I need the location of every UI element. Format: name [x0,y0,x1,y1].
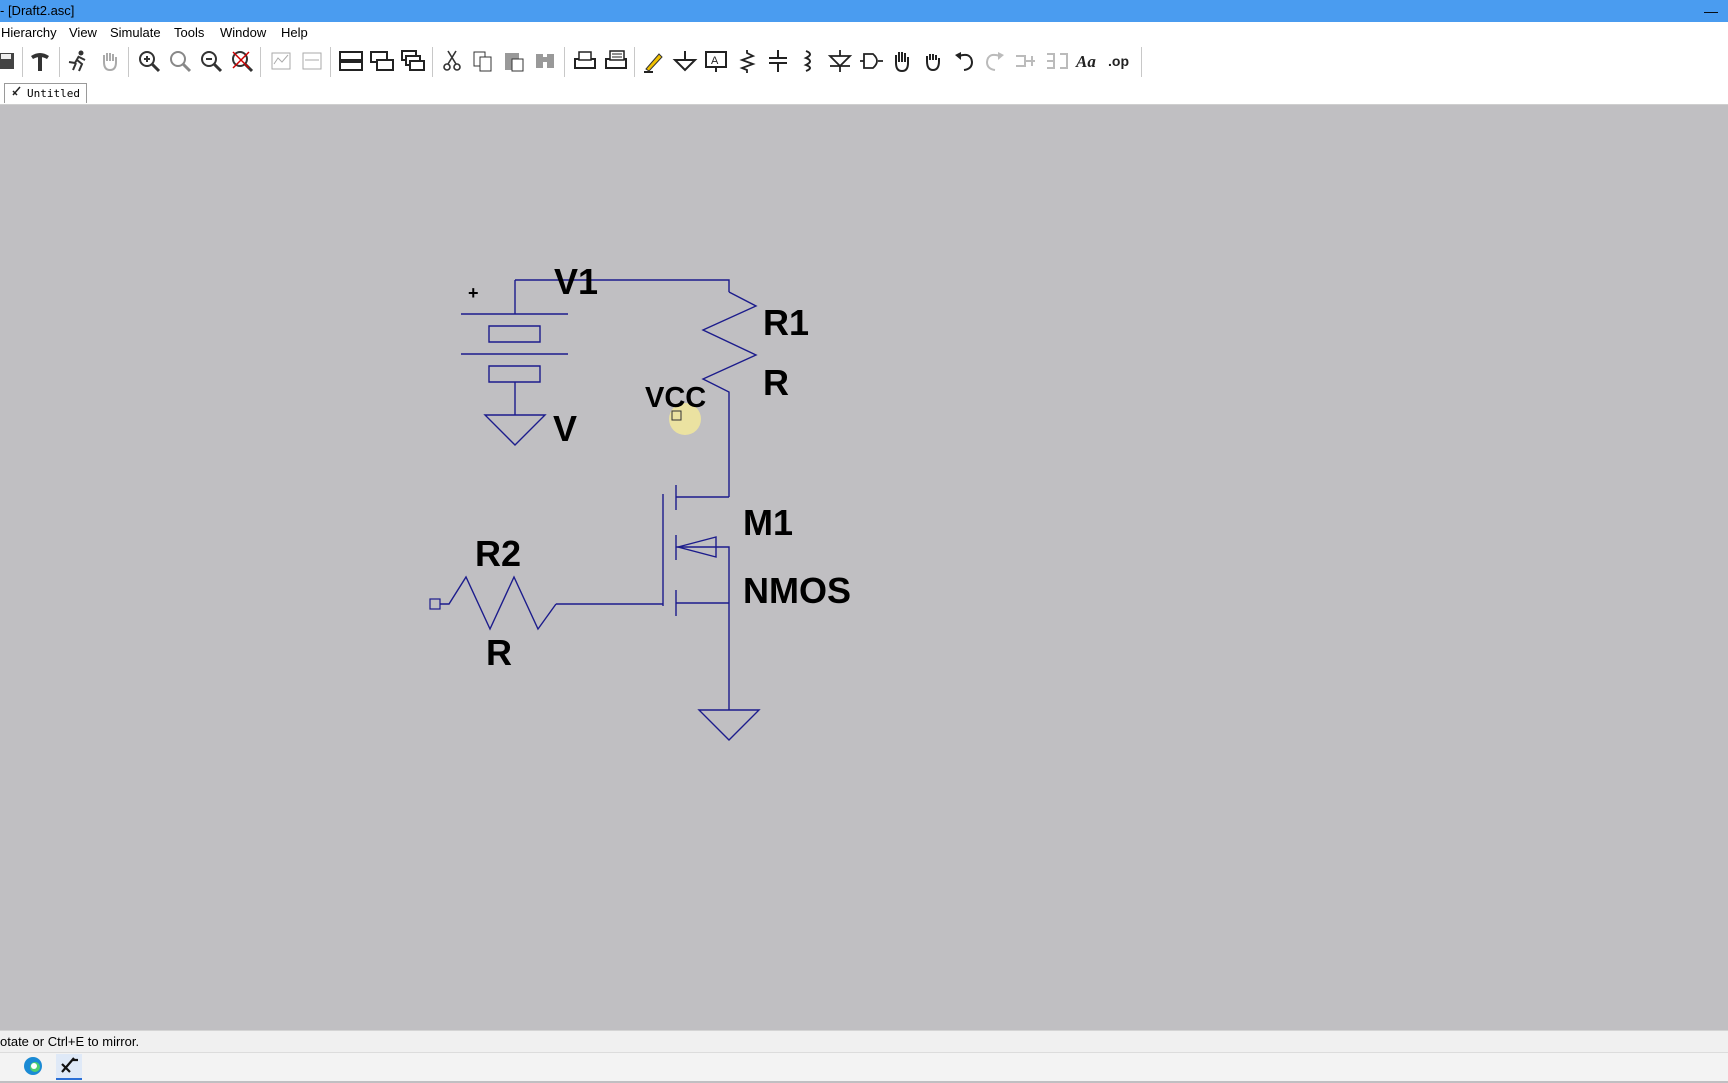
move-icon[interactable] [889,48,915,74]
taskbar [0,1052,1728,1081]
save-icon[interactable] [0,48,20,74]
tile-vertical-icon[interactable] [369,48,395,74]
toolbar-separator [260,47,261,77]
toolbar-separator [128,47,129,77]
tile-horizontal-icon[interactable] [338,48,364,74]
v1-value-label[interactable]: V [553,408,577,449]
voltage-source-v1[interactable] [461,280,568,415]
diode-icon[interactable] [827,48,853,74]
menu-window[interactable]: Window [220,25,267,40]
find-icon[interactable] [532,48,558,74]
r2-value-label[interactable]: R [486,632,512,673]
menu-hierarchy[interactable]: Hierarchy [1,25,57,40]
vcc-net-label[interactable]: VCC [645,382,706,414]
cut-icon[interactable] [439,48,465,74]
menu-simulate[interactable]: Simulate [110,25,161,40]
run-icon[interactable] [65,48,91,74]
print-preview-icon[interactable] [603,48,629,74]
ltspice-icon[interactable] [56,1054,82,1080]
rotate-icon[interactable] [1013,48,1039,74]
schematic-tab-icon [11,84,23,103]
menu-help[interactable]: Help [281,25,308,40]
zoom-fit-icon[interactable] [229,48,255,74]
resistor-r1[interactable] [701,291,758,497]
toolbar-separator [432,47,433,77]
copy-icon[interactable] [470,48,496,74]
v1-name-label[interactable]: V1 [554,261,598,302]
ground-symbol-v1[interactable] [483,414,547,446]
r1-value-label[interactable]: R [763,362,789,403]
menu-tools[interactable]: Tools [174,25,205,40]
tab-untitled[interactable]: Untitled [4,83,87,103]
toolbar-separator [59,47,60,77]
spice-directive-icon[interactable]: .op [1106,48,1132,74]
svg-text:.op: .op [1108,53,1129,69]
svg-text:Aa: Aa [1075,52,1096,71]
r2-open-pin[interactable] [429,598,441,610]
hammer-icon[interactable] [27,48,53,74]
toolbar-separator [634,47,635,77]
capacitor-icon[interactable] [765,48,791,74]
cascade-icon[interactable] [400,48,426,74]
resistor-r2[interactable] [440,575,557,631]
resistor-icon[interactable] [734,48,760,74]
halt-hand-icon[interactable] [97,48,123,74]
title-bar: - [Draft2.asc] — [0,0,1728,22]
status-bar: otate or Ctrl+E to mirror. [0,1030,1728,1053]
drag-icon[interactable] [920,48,946,74]
window-title: - [Draft2.asc] [0,3,75,18]
toolbar-separator [1141,47,1142,77]
menu-bar: Hierarchy View Simulate Tools Window Hel… [0,22,1728,45]
schematic-drawing: + V1 V R1 R VCC M1 NMOS R2 R [429,261,851,741]
zoom-out-icon[interactable] [198,48,224,74]
r2-name-label[interactable]: R2 [475,533,521,574]
ground-icon[interactable] [672,48,698,74]
label-net-icon[interactable]: A [703,48,729,74]
tab-strip [0,80,1728,105]
menu-view[interactable]: View [69,25,97,40]
toolbar-separator [22,47,23,77]
component-icon[interactable] [858,48,884,74]
toolbar-separator [330,47,331,77]
inductor-icon[interactable] [796,48,822,74]
zoom-pan-icon[interactable] [167,48,193,74]
m1-model-label[interactable]: NMOS [743,570,851,611]
wire-v1-r1[interactable] [515,279,730,292]
svg-text:A: A [711,55,719,67]
vcc-flag-pin[interactable] [671,410,682,421]
tab-label: Untitled [27,87,80,100]
zoom-in-icon[interactable] [136,48,162,74]
mirror-icon[interactable] [1044,48,1070,74]
wire-icon[interactable] [641,48,667,74]
minimize-button[interactable]: — [1704,3,1718,19]
redo-icon[interactable] [982,48,1008,74]
manual-limits-icon[interactable] [299,48,325,74]
undo-icon[interactable] [951,48,977,74]
nmos-m1[interactable] [662,485,730,710]
paste-icon[interactable] [501,48,527,74]
m1-name-label[interactable]: M1 [743,502,793,543]
ground-symbol-m1[interactable] [697,709,761,741]
print-icon[interactable] [572,48,598,74]
text-icon[interactable]: Aa [1075,48,1101,74]
schematic-canvas[interactable] [0,105,1728,1030]
r1-name-label[interactable]: R1 [763,302,809,343]
status-text: otate or Ctrl+E to mirror. [0,1034,140,1049]
edge-browser-icon[interactable] [20,1054,46,1078]
plus-sign: + [468,283,479,303]
autorange-icon[interactable] [268,48,294,74]
toolbar-separator [564,47,565,77]
